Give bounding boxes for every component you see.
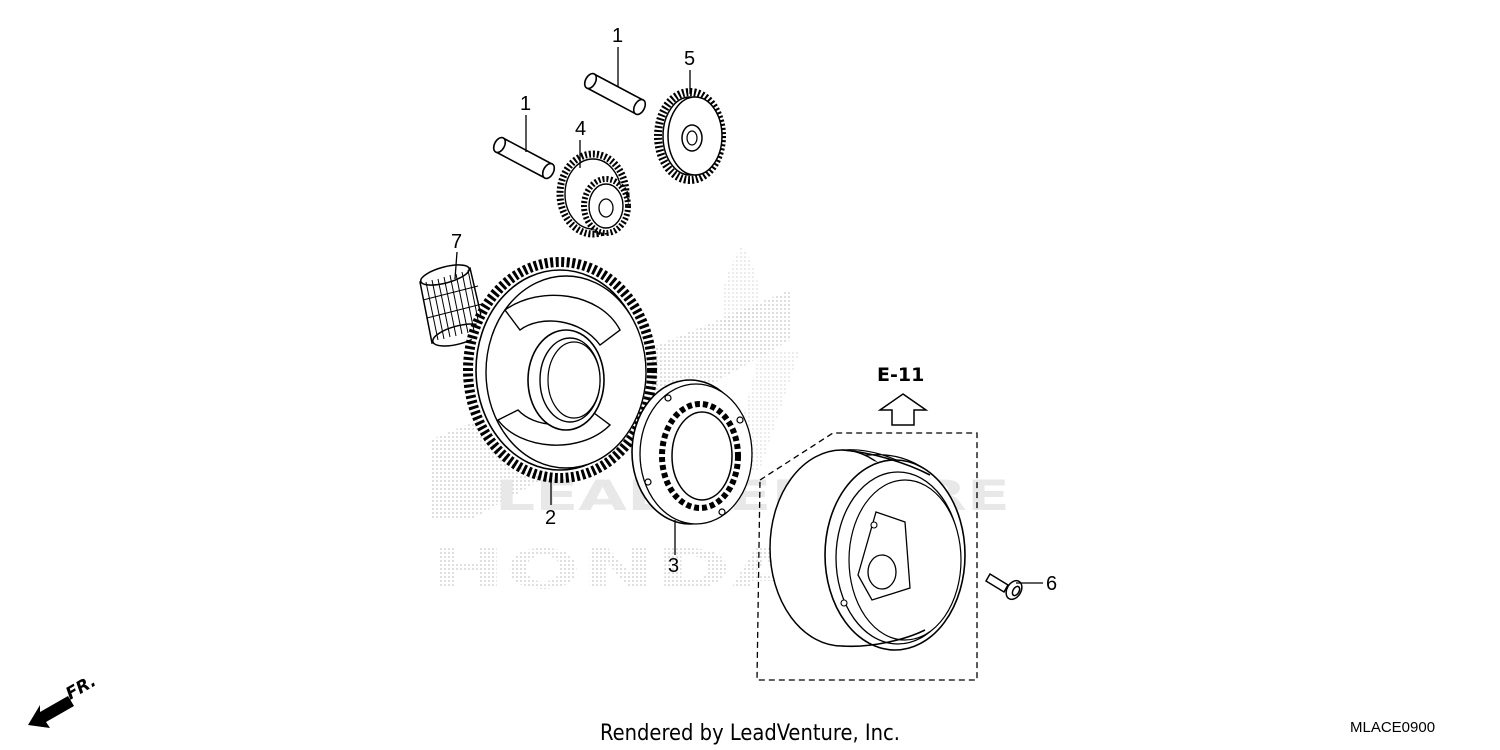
pin-lower-part[interactable] [491, 136, 556, 181]
front-direction-indicator: FR. [28, 671, 100, 728]
pin-upper-part[interactable] [582, 72, 647, 117]
watermark-flame-shape [721, 245, 800, 470]
callout-part-2: 2 [545, 507, 556, 529]
starter-driven-gear-part[interactable] [463, 257, 657, 483]
callout-part-5: 5 [684, 48, 695, 70]
reference-boundary [756, 432, 978, 681]
front-arrow-icon [28, 696, 74, 728]
watermark-brand: HONDA [430, 538, 800, 601]
callout-part-7: 7 [451, 231, 462, 253]
reference-arrow-icon[interactable] [877, 393, 929, 426]
diagram-code: MLACE0900 [1350, 719, 1435, 736]
flywheel-part [769, 449, 966, 651]
reference-label[interactable]: E-11 [877, 364, 924, 386]
reduction-gear-part[interactable] [556, 150, 631, 238]
callout-part-6: 6 [1046, 573, 1057, 595]
callout-part-3: 3 [668, 555, 679, 577]
footer-credit: Rendered by LeadVenture, Inc. [600, 721, 900, 746]
reference-assembly [756, 432, 978, 681]
callout-part-4: 4 [575, 118, 586, 140]
callout-part-1-lower: 1 [520, 93, 531, 115]
idle-gear-part[interactable] [654, 88, 726, 184]
bolt-part[interactable] [984, 572, 1025, 602]
one-way-clutch-part[interactable] [631, 379, 753, 525]
callout-part-1-upper: 1 [612, 25, 623, 47]
leader-lines [454, 47, 1043, 584]
needle-bearing-part[interactable] [419, 261, 486, 351]
